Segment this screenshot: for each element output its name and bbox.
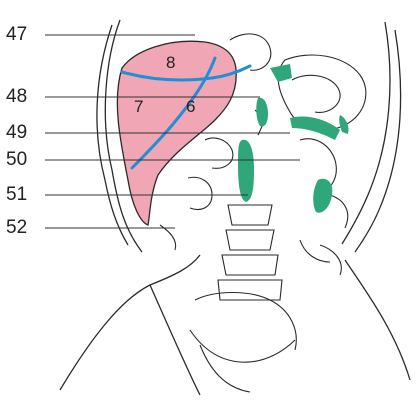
callout-51: 51 [6, 185, 27, 204]
highlighted-organs [238, 64, 349, 213]
callout-47: 47 [6, 25, 27, 44]
callout-48: 48 [6, 87, 27, 106]
segment-label-6: 6 [186, 97, 195, 116]
callout-49: 49 [6, 123, 27, 142]
callout-52: 52 [6, 218, 27, 237]
segment-label-7: 7 [134, 97, 143, 116]
callout-50: 50 [6, 150, 27, 169]
segment-label-8: 8 [166, 53, 175, 72]
